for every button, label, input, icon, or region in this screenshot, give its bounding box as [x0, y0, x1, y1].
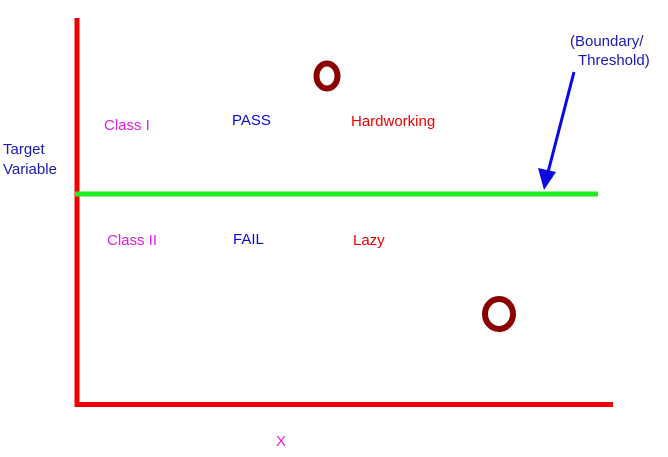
class-1-label: Class I — [104, 117, 150, 134]
x-axis-label: X — [276, 433, 287, 450]
fail-label: FAIL — [233, 231, 264, 248]
boundary-label-line1: (Boundary/ — [570, 33, 644, 50]
hardworking-label: Hardworking — [351, 113, 436, 130]
y-axis-label-line1: Target — [3, 141, 45, 158]
boundary-arrow-head — [538, 168, 556, 190]
data-point-upper — [313, 60, 341, 92]
lazy-label: Lazy — [353, 232, 385, 249]
boundary-label-line2: Threshold) — [578, 52, 650, 69]
y-axis-label-line2: Variable — [3, 161, 57, 178]
data-point-lower — [482, 296, 516, 332]
boundary-arrow — [544, 71, 576, 181]
class-2-label: Class II — [107, 232, 158, 249]
pass-label: PASS — [232, 112, 271, 129]
